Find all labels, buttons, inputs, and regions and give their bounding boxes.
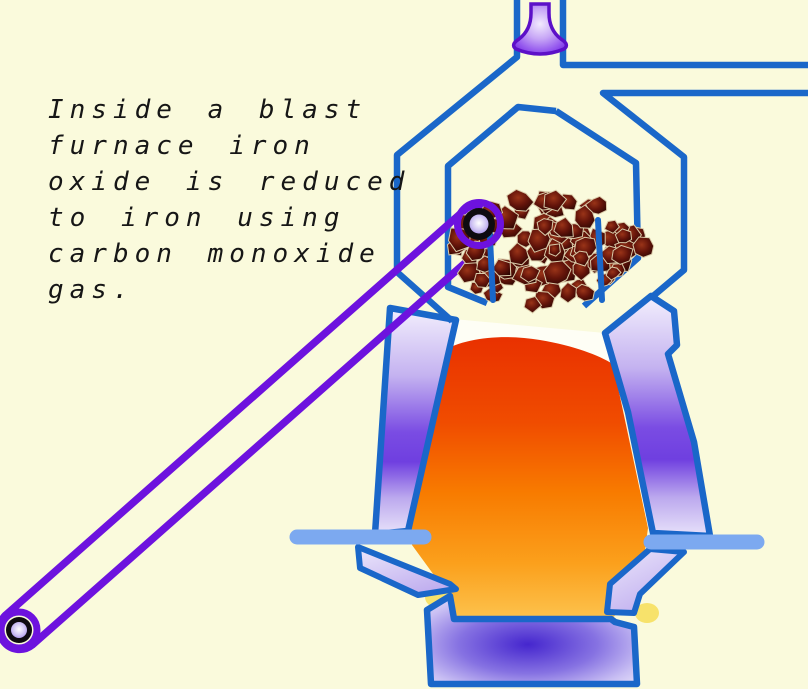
ore-chunk [506,188,535,212]
charge-bell-valve [511,2,569,56]
ore-chunk [559,281,577,304]
ore-chunk [574,204,596,229]
ore-chunk [632,236,655,258]
pulley-bottom [0,608,41,652]
pulley-top [454,199,504,249]
ore-chunk [542,260,572,285]
ore-pile [446,188,655,314]
ore-chunk [572,250,590,267]
ore-chunk [536,218,554,237]
uptake-and-gas-pipe-top [559,0,808,69]
ore-chunk [614,228,633,244]
shell-left-outline [393,0,521,324]
ore-chunk [605,266,622,281]
gas-pipe-bottom-and-shell-right [599,89,808,300]
molten-iron [408,337,648,620]
hearth [423,592,641,688]
ore-chunk [543,189,568,212]
ore-chunk [585,195,608,215]
ore-chunk [520,265,541,283]
inner-hopper-left [444,103,557,307]
bell-rod-right [595,217,605,303]
tap-glow-right [635,603,659,623]
furnace-shell-outline [393,0,808,324]
ore-chunk [523,295,543,314]
furnace-wall-right [601,292,714,540]
ore-chunk [603,219,621,234]
ore-chunk [553,216,574,238]
ore-chunk [574,283,596,302]
ore-chunk [473,273,492,289]
ore-chunk [508,242,530,266]
ore-chunk [548,243,561,257]
ore-chunk [611,244,634,265]
bosh-left [355,544,459,598]
